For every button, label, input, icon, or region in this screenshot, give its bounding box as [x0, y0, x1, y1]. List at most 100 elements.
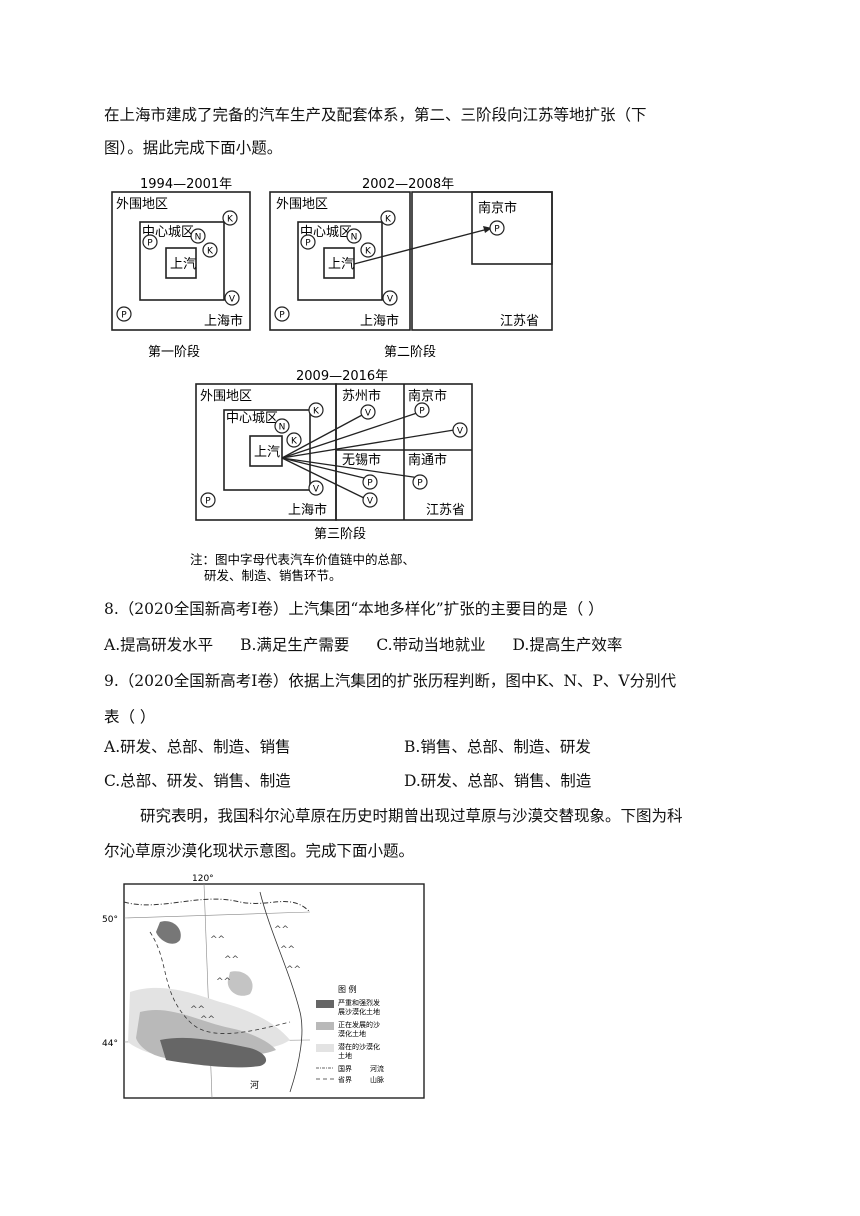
- stage3-city: 上海市: [288, 502, 327, 518]
- severe-desertification-area: [160, 1037, 267, 1068]
- map-river-label: 河: [250, 1079, 259, 1091]
- stage3-letter-circle-1: [274, 418, 290, 434]
- stage1-caption: 第一阶段: [148, 345, 200, 360]
- passage-line-2: 尔沁草原沙漠化现状示意图。完成下面小题。: [104, 842, 415, 860]
- stage3-province: 江苏省: [426, 502, 465, 518]
- horqin-desertification-map: 120° 50° 44° ^^^^^^ ^^^^^^ ^^^^ 河 图 例 严重…: [102, 874, 425, 1099]
- stage3-letter-1: N: [279, 423, 286, 433]
- legend-mountain: 山脉: [370, 1075, 384, 1084]
- stage3-letter-circle-8: [362, 474, 378, 490]
- stage2-letter-circle-5: [274, 306, 290, 322]
- passage-line-1: 研究表明，我国科尔沁草原在历史时期曾出现过草原与沙漠交替现象。下图为科: [140, 807, 683, 825]
- stage2-caption: 第二阶段: [384, 345, 436, 360]
- q9-option-d[interactable]: D.研发、总部、销售、制造: [404, 772, 592, 790]
- severe-desertification-patch: [156, 921, 181, 944]
- stage3-letter-4: P: [205, 497, 211, 507]
- question-8-options: A.提高研发水平 B.满足生产需要 C.带动当地就业 D.提高生产效率: [104, 634, 644, 656]
- saic-expansion-diagram: 1994—2001年 外围地区 中心城区 上汽 上海市 第一阶段 2002—20…: [111, 177, 553, 583]
- stage3-years: 2009—2016年: [296, 369, 388, 384]
- map-parallel-50: [123, 911, 311, 919]
- svg-text:^^: ^^: [280, 945, 295, 955]
- stage3-letter-3: V: [313, 485, 320, 495]
- stage2-letter-6: P: [494, 225, 500, 235]
- q8-option-c[interactable]: C.带动当地就业: [376, 636, 486, 654]
- stage2-years: 2002—2008年: [362, 177, 454, 192]
- stage3-center-label: 中心城区: [226, 411, 278, 426]
- stage2-center-label: 中心城区: [300, 225, 352, 240]
- q8-option-d[interactable]: D.提高生产效率: [512, 636, 623, 654]
- stage3-arrows: [281, 411, 455, 499]
- stage3-letter-circle-3: [308, 480, 324, 496]
- stage3-letter-7: V: [457, 427, 464, 437]
- map-lon-label: 120°: [192, 874, 214, 884]
- map-lat-50: 50°: [102, 915, 118, 925]
- stage2-letter-5: P: [279, 311, 285, 321]
- stage1-letter-5: P: [121, 311, 127, 321]
- stage3-company: 上汽: [254, 445, 280, 460]
- stage3-letter-circle-7: [452, 422, 468, 438]
- q9-option-c[interactable]: C.总部、研发、销售、制造: [104, 772, 291, 790]
- stage3-nantong: 南通市: [408, 452, 447, 468]
- stage2-letter-circle-6: [489, 220, 505, 236]
- national-border: [123, 898, 311, 913]
- question-8-stem: 8.（2020全国新高考I卷）上汽集团“本地多样化”扩张的主要目的是（ ）: [104, 600, 604, 618]
- q8-option-a[interactable]: A.提高研发水平: [104, 636, 214, 654]
- stage2-letter-3: K: [365, 247, 372, 257]
- stage2-letter-1: N: [351, 233, 358, 243]
- diagram-note-line1: 注：图中字母代表汽车价值链中的总部、: [190, 552, 415, 567]
- legend-river: 河流: [370, 1064, 384, 1073]
- legend-border: 国界: [338, 1065, 352, 1073]
- legend-swatch-developing: [316, 1022, 334, 1030]
- stage3-letter-8: P: [367, 479, 373, 489]
- svg-text:^^: ^^: [216, 977, 231, 987]
- legend-potential-1: 潜在的沙漠化: [338, 1042, 380, 1051]
- question-9-stem-line1: 9.（2020全国新高考I卷）依据上汽集团的扩张历程判断，图中K、N、P、V分别…: [104, 672, 677, 690]
- stage3-letter-9: P: [417, 479, 423, 489]
- stage3-suzhou: 苏州市: [342, 388, 381, 404]
- q9-option-a[interactable]: A.研发、总部、制造、销售: [104, 738, 291, 756]
- stage3-letter-circle-0: [308, 402, 324, 418]
- stage2-nanjing: 南京市: [478, 200, 517, 216]
- q9-option-b[interactable]: B.销售、总部、制造、研发: [404, 738, 591, 756]
- mountain-symbols: ^^^^^^ ^^^^^^ ^^^^: [190, 925, 301, 1025]
- legend-province: 省界: [338, 1075, 352, 1084]
- stage3-letter-circle-6: [414, 402, 430, 418]
- stage2-company: 上汽: [328, 257, 354, 272]
- stage1-letter-circle-3: [202, 242, 218, 258]
- svg-text:^^: ^^: [210, 935, 225, 945]
- stage3-caption: 第三阶段: [314, 527, 366, 542]
- stage1-letter-2: P: [147, 239, 153, 249]
- stage2-letter-circle-0: [380, 210, 396, 226]
- stage1-letter-circle-1: [190, 228, 206, 244]
- legend-developing-1: 正在发展的沙: [338, 1020, 380, 1029]
- stage2-letter-circle-2: [300, 234, 316, 250]
- legend-swatch-severe: [316, 1000, 334, 1008]
- stage3-letter-circle-9: [412, 474, 428, 490]
- stage3-outer-label: 外围地区: [200, 389, 252, 404]
- svg-text:^^: ^^: [224, 955, 239, 965]
- stage2-letter-2: P: [305, 239, 311, 249]
- stage2-letter-0: K: [385, 215, 392, 225]
- stage3-letter-circle-4: [200, 492, 216, 508]
- stage1-letter-4: V: [229, 295, 236, 305]
- stage1-outer-label: 外围地区: [116, 197, 168, 212]
- diagram-note-line2: 研发、制造、销售环节。: [204, 568, 342, 583]
- stage3-nanjing: 南京市: [408, 388, 447, 404]
- stage1-letter-1: N: [195, 233, 202, 243]
- svg-text:^^: ^^: [190, 1005, 205, 1015]
- legend-developing-2: 漠化土地: [338, 1029, 366, 1038]
- legend-severe-2: 展沙漠化土地: [338, 1007, 380, 1016]
- intro-line-1: 在上海市建成了完备的汽车生产及配套体系，第二、三阶段向江苏等地扩张（下: [104, 106, 647, 124]
- q8-option-b[interactable]: B.满足生产需要: [240, 636, 350, 654]
- stage1-years: 1994—2001年: [140, 177, 232, 192]
- stage3-letter-10: V: [367, 497, 374, 507]
- question-9-stem-line2: 表（ ）: [104, 708, 156, 726]
- stage2-city: 上海市: [360, 313, 399, 329]
- stage1-letter-circle-0: [222, 210, 238, 226]
- stage3-letter-0: K: [313, 407, 320, 417]
- stage2-letter-circle-1: [346, 228, 362, 244]
- river: [259, 891, 303, 1093]
- stage3-letter-2: K: [291, 437, 298, 447]
- stage1-letter-0: K: [227, 215, 234, 225]
